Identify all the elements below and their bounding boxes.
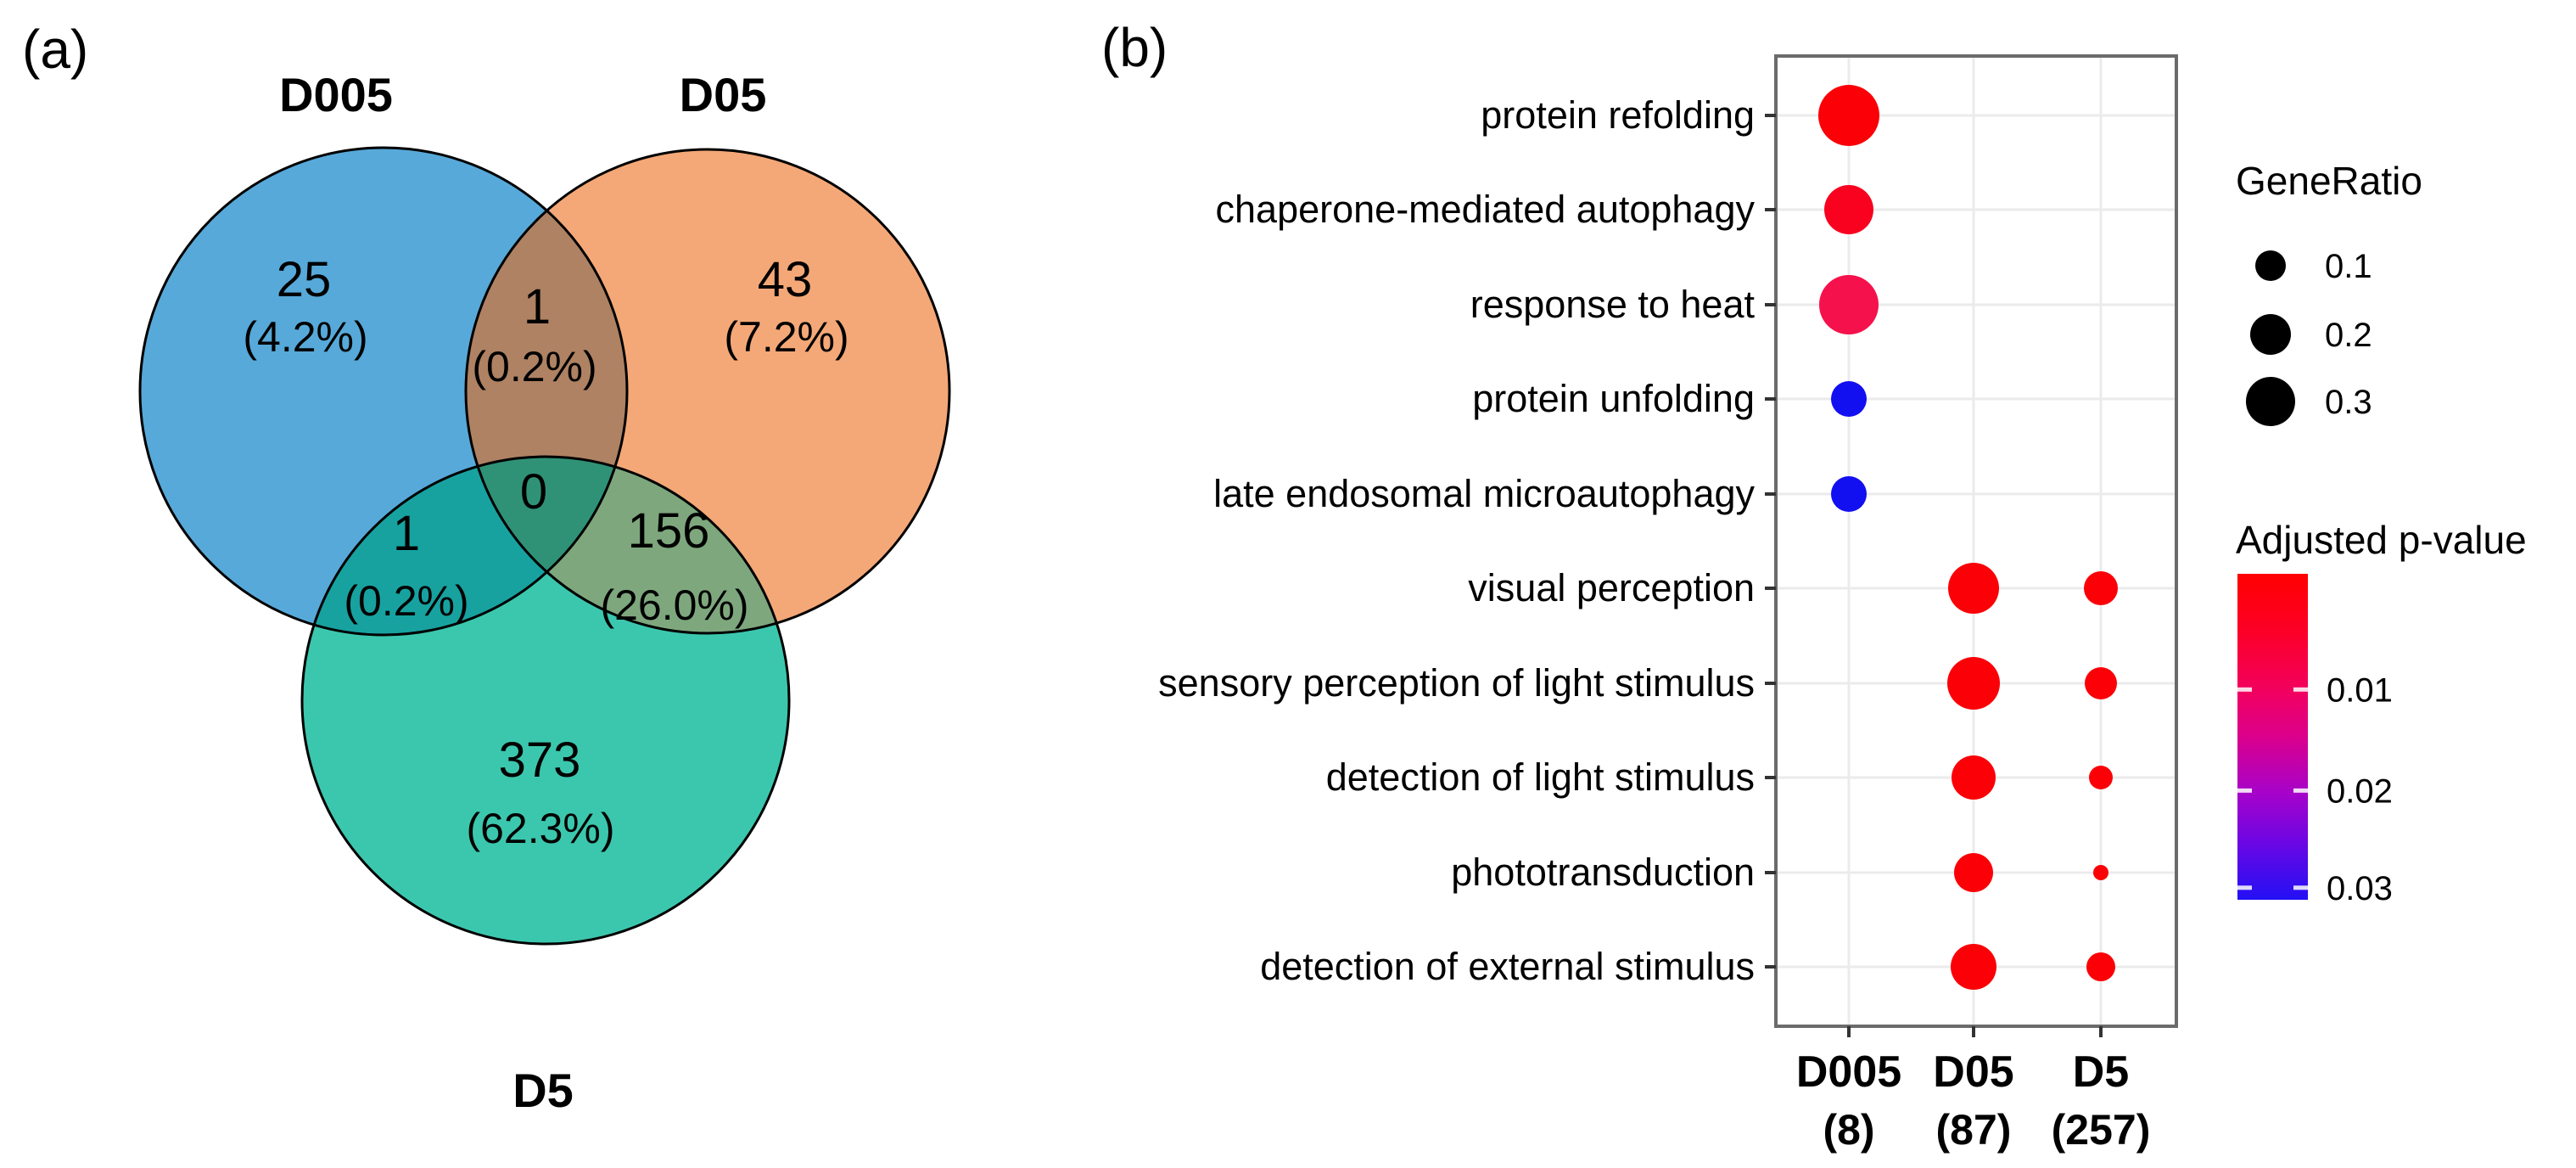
dot-plot: protein refolding chaperone-mediated auto…	[1158, 54, 2527, 1154]
venn-count-d005-d5: 1	[393, 506, 420, 561]
venn-set-label-d05: D05	[680, 68, 767, 121]
x-axis-label: D05	[1933, 1047, 2013, 1097]
p-value-legend-title: Adjusted p-value	[2236, 518, 2527, 562]
gene-ratio-legend-label: 0.1	[2325, 248, 2372, 285]
panel-b-label: (b)	[1101, 17, 1168, 78]
gene-ratio-legend-dot	[2255, 250, 2286, 281]
venn-outline-d5	[300, 455, 791, 946]
p-value-gradient-bar	[2237, 574, 2308, 900]
venn-overlap-d05-d5	[466, 457, 789, 633]
y-axis-label: late endosomal microautophagy	[1213, 472, 1755, 515]
y-axis-label: protein refolding	[1481, 93, 1755, 137]
p-value-tick-notch	[2237, 687, 2252, 692]
dot-D05-phototransduction	[1954, 853, 1993, 892]
dot-D5-phototransduction	[2093, 865, 2108, 880]
venn-count-d005-d05: 1	[524, 279, 551, 334]
x-axis-label: D005	[1796, 1047, 1901, 1097]
p-value-tick-notch	[2237, 788, 2252, 793]
p-value-tick-label: 0.03	[2327, 870, 2393, 907]
venn-pct-d005-only: (4.2%)	[243, 313, 367, 361]
dot-D5-detection-of-external-stimulus	[2086, 952, 2115, 981]
axis-ticks	[1765, 114, 2103, 1037]
y-axis-label: visual perception	[1468, 566, 1755, 609]
p-value-tick-label: 0.01	[2327, 671, 2393, 709]
venn-outline-d05	[464, 148, 951, 635]
y-axis-labels: protein refolding chaperone-mediated auto…	[1158, 93, 1755, 988]
gene-ratio-legend-dot	[2250, 314, 2291, 355]
gene-ratio-legend-title: GeneRatio	[2236, 159, 2422, 203]
gene-ratio-legend-label: 0.2	[2325, 317, 2372, 354]
gene-ratio-legend-dot	[2246, 377, 2295, 426]
venn-count-center: 0	[520, 464, 547, 519]
p-value-tick-notch	[2237, 885, 2252, 890]
y-axis-label: protein unfolding	[1472, 377, 1755, 420]
p-value-tick-notch	[2293, 885, 2308, 890]
dot-D005-protein-refolding	[1818, 85, 1879, 146]
plot-panel-border	[1774, 54, 2178, 1028]
y-axis-label: response to heat	[1470, 283, 1756, 326]
venn-set-label-d5: D5	[512, 1064, 574, 1117]
x-axis-count-label: (8)	[1823, 1106, 1874, 1154]
plot-dots	[1818, 85, 2118, 990]
dot-D005-response-to-heat	[1819, 275, 1879, 334]
x-axis-labels: D005 (8) D05 (87) D5 (257)	[1796, 1047, 2151, 1154]
venn-count-d005-only: 25	[277, 252, 332, 307]
gene-ratio-legend: GeneRatio 0.1 0.2 0.3	[2236, 159, 2422, 426]
y-axis-label: detection of external stimulus	[1260, 945, 1755, 988]
gene-ratio-legend-label: 0.3	[2325, 384, 2372, 421]
venn-count-d05-only: 43	[758, 252, 813, 307]
dot-D05-visual-perception	[1948, 563, 1999, 614]
dot-D05-detection-of-external-stimulus	[1951, 944, 1996, 990]
venn-pct-d005-d05: (0.2%)	[472, 343, 596, 390]
x-axis-count-label: (87)	[1936, 1106, 2012, 1154]
venn-pct-d5-only: (62.3%)	[466, 805, 614, 852]
venn-diagram: D005 D05 D5 25 (4.2%) 1 (0.2%) 43 (7.2%)…	[138, 68, 951, 1117]
y-axis-label: chaperone-mediated autophagy	[1216, 188, 1756, 231]
dot-D005-late-endosomal-microautophagy	[1831, 476, 1867, 512]
y-axis-label: detection of light stimulus	[1326, 755, 1755, 799]
x-axis-label: D5	[2073, 1047, 2129, 1097]
y-axis-label: phototransduction	[1451, 851, 1755, 894]
dot-D005-chaperone-mediated-autophagy	[1824, 185, 1873, 234]
venn-pct-d05-d5: (26.0%)	[600, 581, 748, 629]
venn-outline-d005	[138, 146, 629, 637]
dot-D5-sensory-perception-of-light-stimulus	[2085, 667, 2117, 699]
x-axis-count-label: (257)	[2052, 1106, 2151, 1154]
venn-pct-d005-d5: (0.2%)	[344, 577, 468, 625]
dot-D005-protein-unfolding	[1831, 381, 1867, 417]
venn-count-d5-only: 373	[499, 733, 581, 788]
p-value-tick-notch	[2293, 788, 2308, 793]
venn-set-label-d005: D005	[279, 68, 393, 121]
venn-pct-d05-only: (7.2%)	[724, 313, 848, 361]
y-axis-label: sensory perception of light stimulus	[1158, 661, 1755, 705]
venn-count-d05-d5: 156	[628, 503, 710, 559]
venn-overlap-d005-d5	[302, 457, 627, 635]
dot-D05-detection-of-light-stimulus	[1952, 755, 1996, 800]
dot-D5-detection-of-light-stimulus	[2089, 766, 2113, 789]
panel-a-label: (a)	[22, 19, 89, 80]
p-value-tick-label: 0.02	[2327, 772, 2393, 810]
p-value-legend: Adjusted p-value 0.01 0.02 0.03	[2236, 518, 2527, 907]
dot-D05-sensory-perception-of-light-stimulus	[1947, 657, 2000, 710]
dot-D5-visual-perception	[2084, 571, 2118, 605]
p-value-tick-notch	[2293, 687, 2308, 692]
